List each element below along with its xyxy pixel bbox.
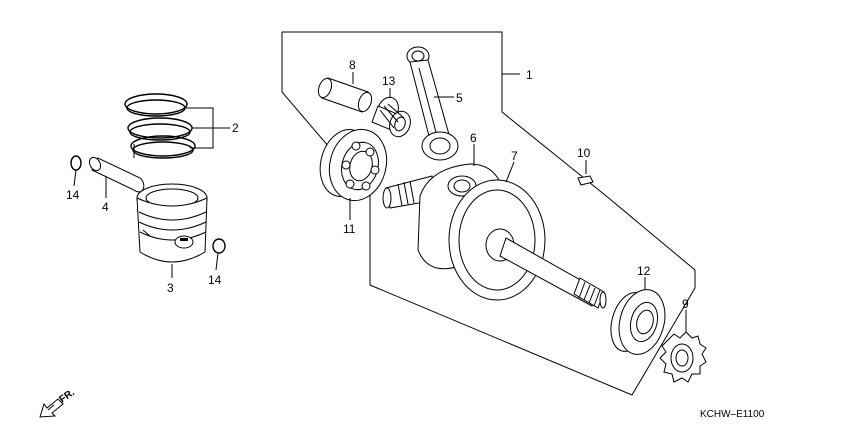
front-arrow-icon: [39, 398, 64, 418]
timing-gear: [659, 331, 707, 383]
leader-14b: [215, 252, 219, 271]
piston: [136, 183, 208, 263]
callout-13: 13: [382, 74, 396, 88]
callout-14-left: 14: [66, 188, 80, 202]
crank-pin: [317, 77, 373, 113]
piston-pin: [88, 156, 145, 193]
callout-2: 2: [232, 121, 239, 135]
crankshaft: [382, 163, 607, 309]
piston-rings: [124, 93, 196, 159]
callout-4: 4: [102, 200, 109, 214]
bearing-right: [610, 289, 666, 355]
callout-6: 6: [470, 131, 477, 145]
woodruff-key: [577, 175, 594, 186]
pin-clip-right: [212, 238, 226, 254]
callout-7: 7: [511, 149, 518, 163]
callout-1: 1: [526, 68, 533, 82]
bearing-left: [319, 128, 388, 202]
front-direction-indicator: FR.: [39, 387, 77, 418]
connecting-rod: [406, 46, 459, 161]
callout-11: 11: [343, 222, 356, 236]
callout-3: 3: [167, 281, 174, 295]
callout-5: 5: [456, 91, 463, 105]
needle-bearing: [371, 96, 411, 138]
pin-clip-left: [70, 155, 82, 171]
callout-8: 8: [349, 58, 356, 72]
diagram-code: KCHW–E1100: [700, 409, 765, 420]
callout-14-right: 14: [208, 273, 222, 287]
leader-14a: [73, 169, 77, 187]
callout-10: 10: [577, 146, 591, 160]
leader-7: [505, 161, 515, 183]
callout-12: 12: [637, 264, 651, 278]
callout-9: 9: [682, 297, 689, 311]
